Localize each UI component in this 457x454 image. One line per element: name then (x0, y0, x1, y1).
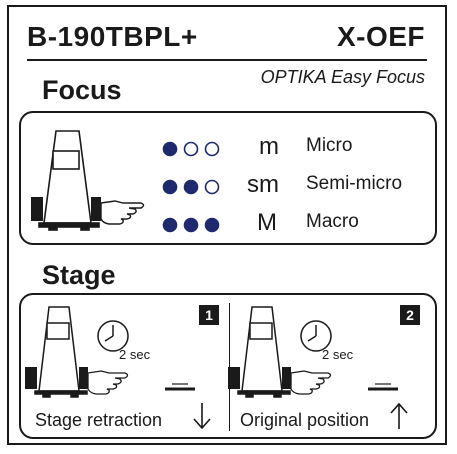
empty-dot (183, 141, 199, 157)
step-number-badge: 1 (199, 305, 219, 325)
arrow-down-icon (193, 403, 211, 430)
model-name: B-190TBPL+ (27, 21, 198, 52)
filled-dot (162, 141, 178, 157)
magnification-dots-icon (162, 217, 220, 233)
focus-mode-row: m Micro (21, 133, 435, 163)
microscope-hand-icon (31, 130, 145, 231)
magnification-dots-icon (162, 141, 220, 157)
timer-duration: 2 sec (119, 347, 151, 362)
model-variant: X-OEF (336, 21, 425, 52)
header-divider (27, 59, 427, 61)
microscope-timer-icon (25, 306, 195, 398)
tagline: OPTIKA Easy Focus (260, 67, 425, 87)
filled-dot (183, 217, 199, 233)
filled-dot (162, 179, 178, 195)
focus-mode-row: sm Semi-micro (21, 171, 435, 201)
focus-mode-row: M Macro (21, 209, 435, 239)
magnification-dots-icon (162, 179, 220, 195)
focus-title: Focus (42, 75, 122, 105)
arrow-up-icon (390, 402, 408, 429)
focus-mode-abbr: sm (247, 171, 279, 198)
microscope-timer-icon (228, 306, 398, 398)
stage-title: Stage (42, 260, 116, 290)
focus-mode-name: Macro (306, 211, 359, 232)
empty-dot (204, 179, 220, 195)
instruction-card: B-190TBPL+ X-OEF OPTIKA Easy Focus Focus… (7, 5, 447, 445)
filled-dot (204, 217, 220, 233)
focus-mode-name: Semi-micro (306, 173, 403, 194)
stage-step-label: Stage retraction (35, 410, 163, 430)
focus-mode-abbr: m (259, 133, 279, 160)
filled-dot (183, 179, 199, 195)
filled-dot (162, 217, 178, 233)
timer-duration: 2 sec (322, 347, 354, 362)
empty-dot (204, 141, 220, 157)
step-number-badge: 2 (400, 305, 420, 325)
stage-step-label: Original position (240, 410, 370, 430)
focus-mode-name: Micro (306, 135, 353, 156)
focus-mode-abbr: M (257, 209, 277, 236)
